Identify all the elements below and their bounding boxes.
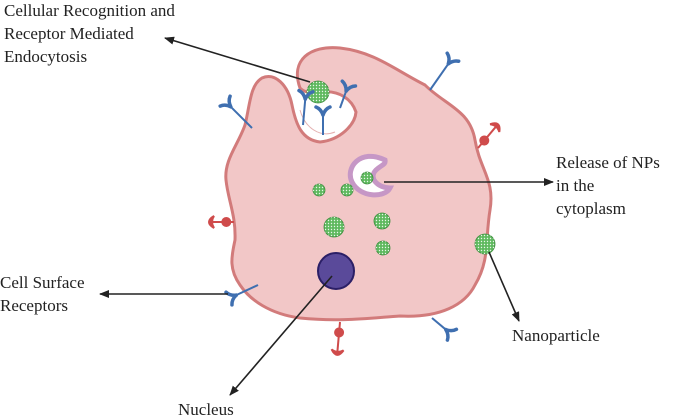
label-nucleus: Nucleus	[178, 400, 234, 418]
arrow-nanoparticle	[488, 251, 520, 322]
label-release-line1: Release of NPs	[556, 153, 660, 172]
arrow-nucleus	[229, 275, 333, 396]
label-receptors-line1: Cell Surface	[0, 273, 85, 292]
nanoparticle-icon	[323, 216, 345, 238]
receptor-blue-icon	[339, 79, 358, 109]
nanoparticle-icon	[312, 183, 326, 197]
receptor-blue-icon	[429, 51, 461, 91]
label-receptors-line2: Receptors	[0, 296, 68, 315]
nanoparticle-icon	[340, 183, 354, 197]
nanoparticle-icon	[375, 240, 391, 256]
receptor-red-icon	[330, 321, 345, 356]
nucleus-shape	[317, 252, 355, 290]
arrow-endocytosis	[164, 36, 311, 83]
label-endocytosis-line3: Endocytosis	[4, 47, 87, 66]
label-release-line2: in the	[556, 176, 594, 195]
receptor-blue-icon	[314, 105, 332, 135]
receptor-red-icon	[208, 215, 234, 229]
receptor-blue-icon	[218, 94, 253, 129]
nanoparticle-icon	[474, 233, 496, 255]
vesicle	[347, 153, 395, 198]
receptor-red-icon	[477, 122, 501, 149]
receptor-blue-icon	[431, 317, 459, 342]
nanoparticle-icon	[306, 80, 330, 104]
label-endocytosis-line2: Receptor Mediated	[4, 24, 134, 43]
receptor-blue-icon	[224, 284, 259, 307]
label-endocytosis-line1: Cellular Recognition and	[4, 1, 175, 20]
receptors-group	[208, 51, 501, 356]
nanoparticles-group	[306, 80, 496, 256]
label-nanoparticle: Nanoparticle	[512, 326, 600, 345]
nanoparticle-icon	[373, 212, 391, 230]
label-release-line3: cytoplasm	[556, 199, 626, 218]
receptor-blue-icon	[297, 88, 315, 126]
endocytic-pocket	[299, 109, 336, 135]
